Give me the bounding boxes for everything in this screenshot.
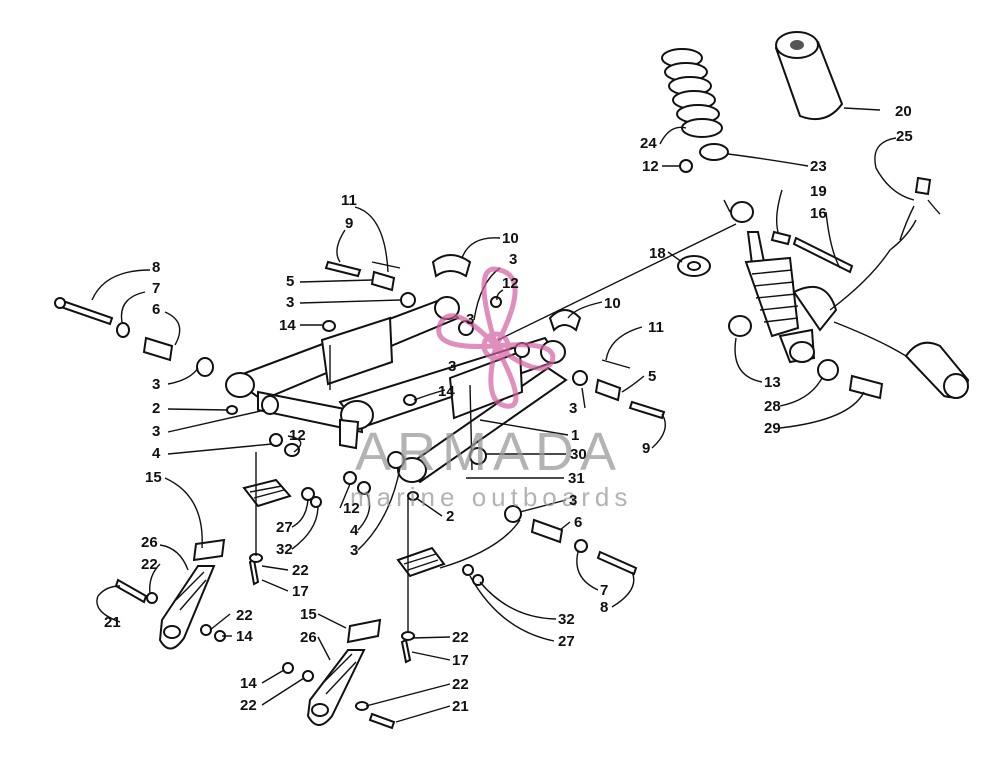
callout-label: 26 [141,534,158,551]
callout-label: 14 [236,628,253,645]
callout-label: 24 [640,135,657,152]
callout-label: 5 [286,273,294,290]
callout-label: 22 [452,629,469,646]
callout-label: 14 [279,317,296,334]
left-bolt-stack [54,297,300,457]
callout-label: 3 [509,251,517,268]
callout-label: 28 [764,398,781,415]
callout-label: 3 [152,376,160,393]
callout-label: 8 [152,259,160,276]
callout-labels: 11 9 10 3 12 5 3 14 8 7 6 3 2 3 4 12 15 … [104,103,913,715]
callout-label: 22 [141,556,158,573]
callout-label: 12 [289,427,306,444]
callout-label: 6 [152,301,160,318]
callout-label: 4 [152,445,161,462]
callout-label: 12 [343,500,360,517]
callout-label: 26 [300,629,317,646]
callout-label: 2 [446,508,454,525]
callout-label: 17 [292,583,309,600]
callout-label: 27 [276,519,293,536]
callout-label: 3 [466,311,474,328]
callout-label: 19 [810,183,827,200]
watermark-tagline: marine outboards [350,482,632,512]
callout-label: 15 [300,606,317,623]
callout-label: 30 [570,446,587,463]
callout-label: 9 [642,440,650,457]
callout-label: 18 [649,245,666,262]
callout-label: 15 [145,469,162,486]
callout-label: 13 [764,374,781,391]
callout-label: 32 [558,611,575,628]
callout-label: 3 [350,542,358,559]
watermark-logo: ARMADA marine outboards [350,266,632,512]
callout-label: 3 [286,294,294,311]
callout-label: 5 [648,368,656,385]
callout-label: 27 [558,633,575,650]
callout-label: 14 [240,675,257,692]
callout-label: 20 [895,103,912,120]
callout-label: 32 [276,541,293,558]
callout-label: 12 [642,158,659,175]
coil-spring [661,48,723,138]
callout-label: 6 [574,514,582,531]
callout-label: 3 [448,358,456,375]
callout-label: 3 [569,400,577,417]
callout-label: 8 [600,599,608,616]
callout-label: 10 [604,295,621,312]
dust-boot [774,31,844,120]
callout-label: 16 [810,205,827,222]
callout-label: 31 [568,470,585,487]
callout-label: 21 [452,698,469,715]
callout-label: 9 [345,215,353,232]
callout-label: 4 [350,522,359,539]
callout-label: 3 [152,423,160,440]
callout-label: 22 [240,697,257,714]
callout-label: 1 [571,427,579,444]
callout-label: 17 [452,652,469,669]
callout-label: 14 [438,383,455,400]
callout-label: 22 [292,562,309,579]
callout-label: 23 [810,158,827,175]
watermark-brand: ARMADA [355,422,622,482]
callout-label: 11 [341,192,357,209]
callout-label: 22 [236,607,253,624]
callout-label: 29 [764,420,781,437]
callout-label: 7 [600,582,608,599]
propeller-icon [436,266,556,409]
callout-label: 22 [452,676,469,693]
callout-label: 25 [896,128,913,145]
callout-label: 10 [502,230,519,247]
callout-label: 12 [502,275,519,292]
callout-label: 11 [648,319,664,336]
callout-label: 2 [152,400,160,417]
callout-label: 21 [104,614,121,631]
callout-label: 7 [152,280,160,297]
callout-label: 3 [569,492,577,509]
shock-absorber [661,31,970,400]
